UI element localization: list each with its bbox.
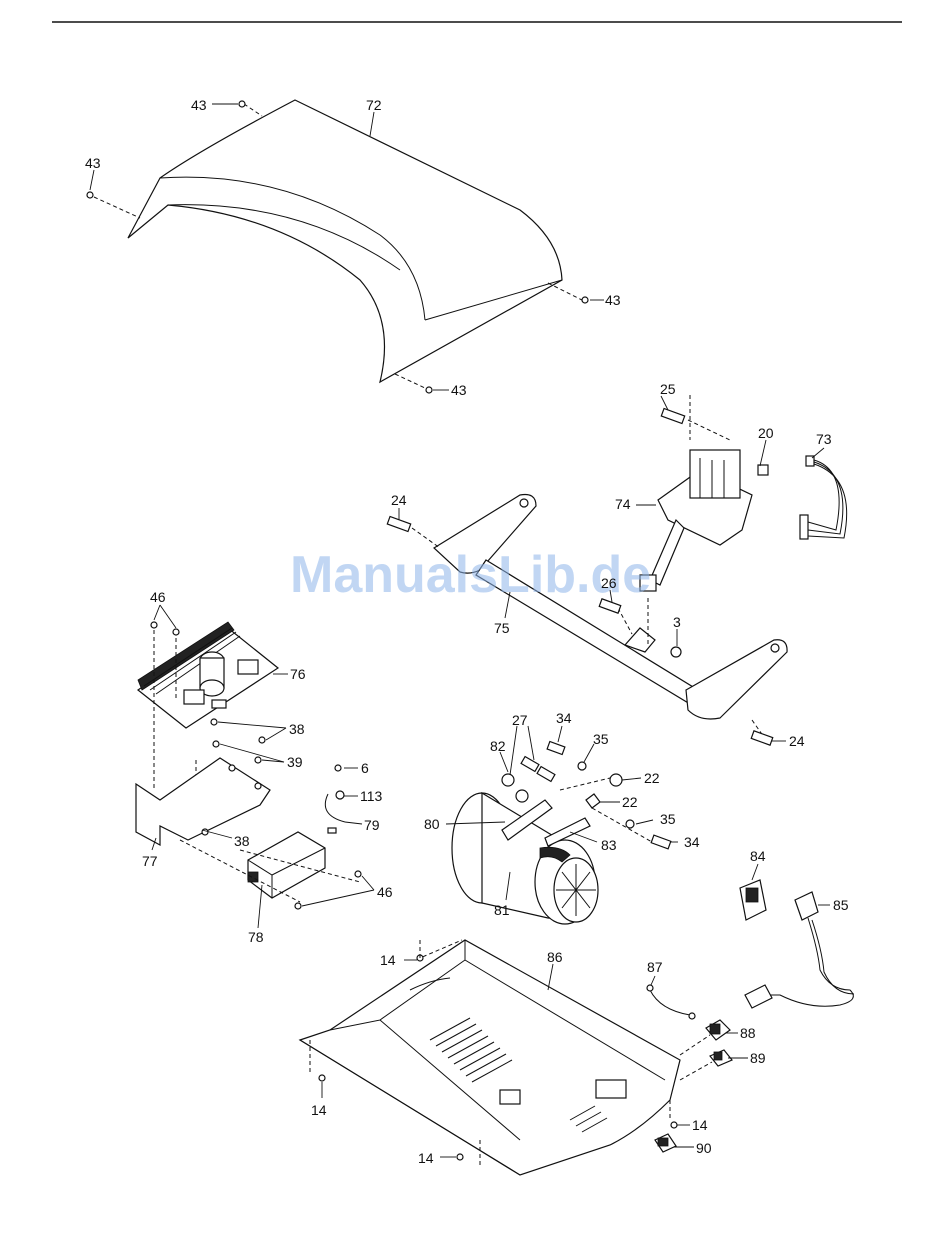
watermark: ManualsLib.de <box>290 546 651 604</box>
callout-3: 3 <box>673 614 681 630</box>
callout-76: 76 <box>290 666 306 682</box>
choke-box <box>180 832 361 909</box>
switch-89 <box>680 1035 732 1080</box>
callout-81: 81 <box>494 902 510 918</box>
wire-harness <box>800 456 847 539</box>
wire-87 <box>647 985 695 1019</box>
callout-46: 46 <box>150 589 166 605</box>
drive-motor <box>452 793 598 924</box>
callout-113: 113 <box>360 788 383 804</box>
callout-83: 83 <box>601 837 617 853</box>
callout-26: 26 <box>601 575 617 591</box>
callout-39: 39 <box>287 754 303 770</box>
switch-88 <box>706 1020 730 1040</box>
callout-24: 24 <box>789 733 805 749</box>
callout-25: 25 <box>660 381 676 397</box>
callout-78: 78 <box>248 929 264 945</box>
callout-89: 89 <box>750 1050 766 1066</box>
callout-79: 79 <box>364 817 380 833</box>
callout-88: 88 <box>740 1025 756 1041</box>
mounting-plate <box>136 758 270 845</box>
callout-85: 85 <box>833 897 849 913</box>
callout-46: 46 <box>377 884 393 900</box>
motor-hood <box>94 100 582 388</box>
ground-wire <box>325 791 345 833</box>
circuit-breaker <box>740 880 766 920</box>
callout-87: 87 <box>647 959 663 975</box>
callout-74: 74 <box>615 496 631 512</box>
callout-34: 34 <box>684 834 700 850</box>
motor-base <box>300 940 680 1175</box>
callout-90: 90 <box>696 1140 712 1156</box>
callout-14: 14 <box>311 1102 327 1118</box>
callout-43: 43 <box>451 382 467 398</box>
callout-35: 35 <box>660 811 676 827</box>
callout-38: 38 <box>289 721 305 737</box>
callout-35: 35 <box>593 731 609 747</box>
callout-77: 77 <box>142 853 158 869</box>
callout-24: 24 <box>391 492 407 508</box>
outlet-90 <box>655 1134 676 1152</box>
callout-72: 72 <box>366 97 382 113</box>
callout-80: 80 <box>424 816 440 832</box>
callout-75: 75 <box>494 620 510 636</box>
callout-34: 34 <box>556 710 572 726</box>
callout-73: 73 <box>816 431 832 447</box>
controller-board <box>138 622 278 728</box>
callout-6: 6 <box>361 760 369 776</box>
callout-22: 22 <box>644 770 660 786</box>
callout-38: 38 <box>234 833 250 849</box>
callout-27: 27 <box>512 712 528 728</box>
callout-43: 43 <box>605 292 621 308</box>
callout-43: 43 <box>85 155 101 171</box>
callout-43: 43 <box>191 97 207 113</box>
callout-84: 84 <box>750 848 766 864</box>
callout-14: 14 <box>380 952 396 968</box>
callout-14: 14 <box>418 1150 434 1166</box>
lift-motor <box>640 395 768 591</box>
callout-20: 20 <box>758 425 774 441</box>
callout-82: 82 <box>490 738 506 754</box>
callout-22: 22 <box>622 794 638 810</box>
callout-14: 14 <box>692 1117 708 1133</box>
callout-86: 86 <box>547 949 563 965</box>
